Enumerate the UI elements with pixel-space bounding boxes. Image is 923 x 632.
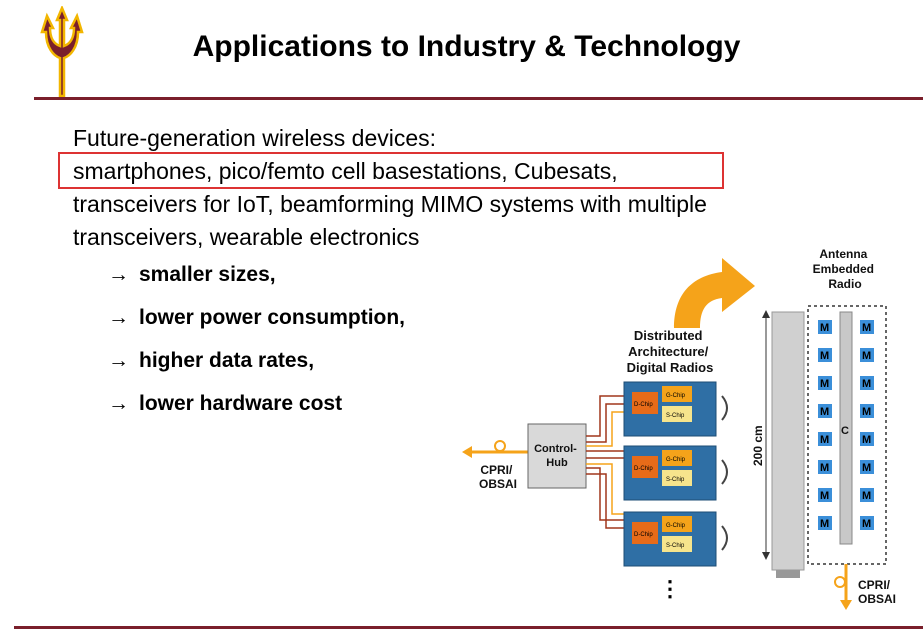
radio-chip-icon xyxy=(818,320,832,334)
radio-module: D-Chip G-Chip S-Chip xyxy=(623,511,728,567)
height-label: 200 cm xyxy=(751,425,765,466)
radio-chip-label: M xyxy=(820,490,829,502)
list-item: → lower hardware cost xyxy=(108,392,405,435)
radio-chip-icon xyxy=(818,488,832,502)
svg-text:G-Chip: G-Chip xyxy=(666,523,686,529)
svg-text:D-Chip: D-Chip xyxy=(634,532,653,538)
intro-line: transceivers for IoT, beamforming MIMO s… xyxy=(73,191,707,217)
antenna-label: Antenna Embedded Radio xyxy=(813,247,878,291)
footer-divider xyxy=(14,626,923,629)
list-item: → smaller sizes, xyxy=(108,263,405,306)
radio-chip-label: M xyxy=(862,406,871,418)
radio-chip-label: M xyxy=(820,350,829,362)
arrow-right-icon: → xyxy=(108,263,129,286)
title-divider xyxy=(34,97,923,100)
svg-text:S-Chip: S-Chip xyxy=(666,413,685,419)
distributed-label: Distributed Architecture/ Digital Radios xyxy=(627,328,714,375)
radio-chip-label: M xyxy=(862,434,871,446)
radio-chip-label: M xyxy=(862,378,871,390)
radio-chip-icon xyxy=(818,460,832,474)
list-item: → higher data rates, xyxy=(108,349,405,392)
ellipsis-indicator: ⋮ xyxy=(659,576,681,601)
radio-chip-icon xyxy=(860,376,874,390)
page-title: Applications to Industry & Technology xyxy=(192,30,741,63)
pitchfork-logo-icon xyxy=(40,6,84,98)
radio-chip-label: M xyxy=(820,434,829,446)
radio-chip-label: M xyxy=(862,322,871,334)
radio-chip-icon xyxy=(818,404,832,418)
curved-arrow-icon xyxy=(674,258,755,328)
intro-paragraph: Future-generation wireless devices: smar… xyxy=(73,122,873,254)
cpri-right-label: CPRI/ OBSAI xyxy=(858,578,896,606)
column-label: C xyxy=(841,425,849,437)
radio-module: D-Chip G-Chip S-Chip xyxy=(623,381,728,437)
arrow-right-icon: → xyxy=(108,392,129,415)
highlight-box xyxy=(58,152,724,189)
list-item: → lower power consumption, xyxy=(108,306,405,349)
intro-line: transceivers, wearable electronics xyxy=(73,224,420,250)
radio-chip-icon xyxy=(818,376,832,390)
list-item-label: smaller sizes, xyxy=(139,263,276,286)
radio-chip-label: M xyxy=(862,350,871,362)
cpri-left-label: CPRI/ OBSAI xyxy=(479,463,517,491)
intro-line: smartphones, pico/femto cell basestation… xyxy=(73,158,618,184)
arrow-right-icon: → xyxy=(108,349,129,372)
radio-chip-label: M xyxy=(862,462,871,474)
radio-chip-icon xyxy=(860,432,874,446)
benefit-list: → smaller sizes, → lower power consumption… xyxy=(108,263,405,435)
radio-chip-label: M xyxy=(820,518,829,530)
radio-chip-icon xyxy=(860,320,874,334)
radio-chip-icon xyxy=(860,460,874,474)
control-hub-label: Control- Hub xyxy=(534,443,580,469)
radio-chip-label: M xyxy=(820,406,829,418)
radio-module: D-Chip G-Chip S-Chip xyxy=(623,445,728,501)
list-item-label: lower power consumption, xyxy=(139,306,406,329)
radio-chip-label: M xyxy=(862,518,871,530)
radio-chip-icon xyxy=(860,348,874,362)
svg-text:D-Chip: D-Chip xyxy=(634,402,653,408)
radio-chip-icon xyxy=(860,516,874,530)
intro-line: Future-generation wireless devices: xyxy=(73,125,437,151)
svg-text:D-Chip: D-Chip xyxy=(634,466,653,472)
arrow-right-icon: → xyxy=(108,306,129,329)
radio-chip-icon xyxy=(818,348,832,362)
radio-chip-label: M xyxy=(820,462,829,474)
architecture-diagram: Distributed Architecture/ Digital Radios… xyxy=(462,247,896,610)
arrow-left-icon xyxy=(462,446,472,458)
svg-text:S-Chip: S-Chip xyxy=(666,543,685,549)
list-item-label: higher data rates, xyxy=(139,349,315,372)
radio-chip-label: M xyxy=(820,378,829,390)
arrow-down-icon xyxy=(840,600,852,610)
radio-chip-label: M xyxy=(862,490,871,502)
radio-chip-icon xyxy=(860,404,874,418)
svg-text:G-Chip: G-Chip xyxy=(666,393,686,399)
radio-chip-icon xyxy=(818,432,832,446)
module-grid: M M M M M M M M M M M M M M M M xyxy=(818,320,874,530)
radio-chip-icon xyxy=(860,488,874,502)
radio-chip-icon xyxy=(818,516,832,530)
radio-chip-label: M xyxy=(820,322,829,334)
svg-text:S-Chip: S-Chip xyxy=(666,477,685,483)
svg-text:G-Chip: G-Chip xyxy=(666,457,686,463)
list-item-label: lower hardware cost xyxy=(139,392,343,415)
